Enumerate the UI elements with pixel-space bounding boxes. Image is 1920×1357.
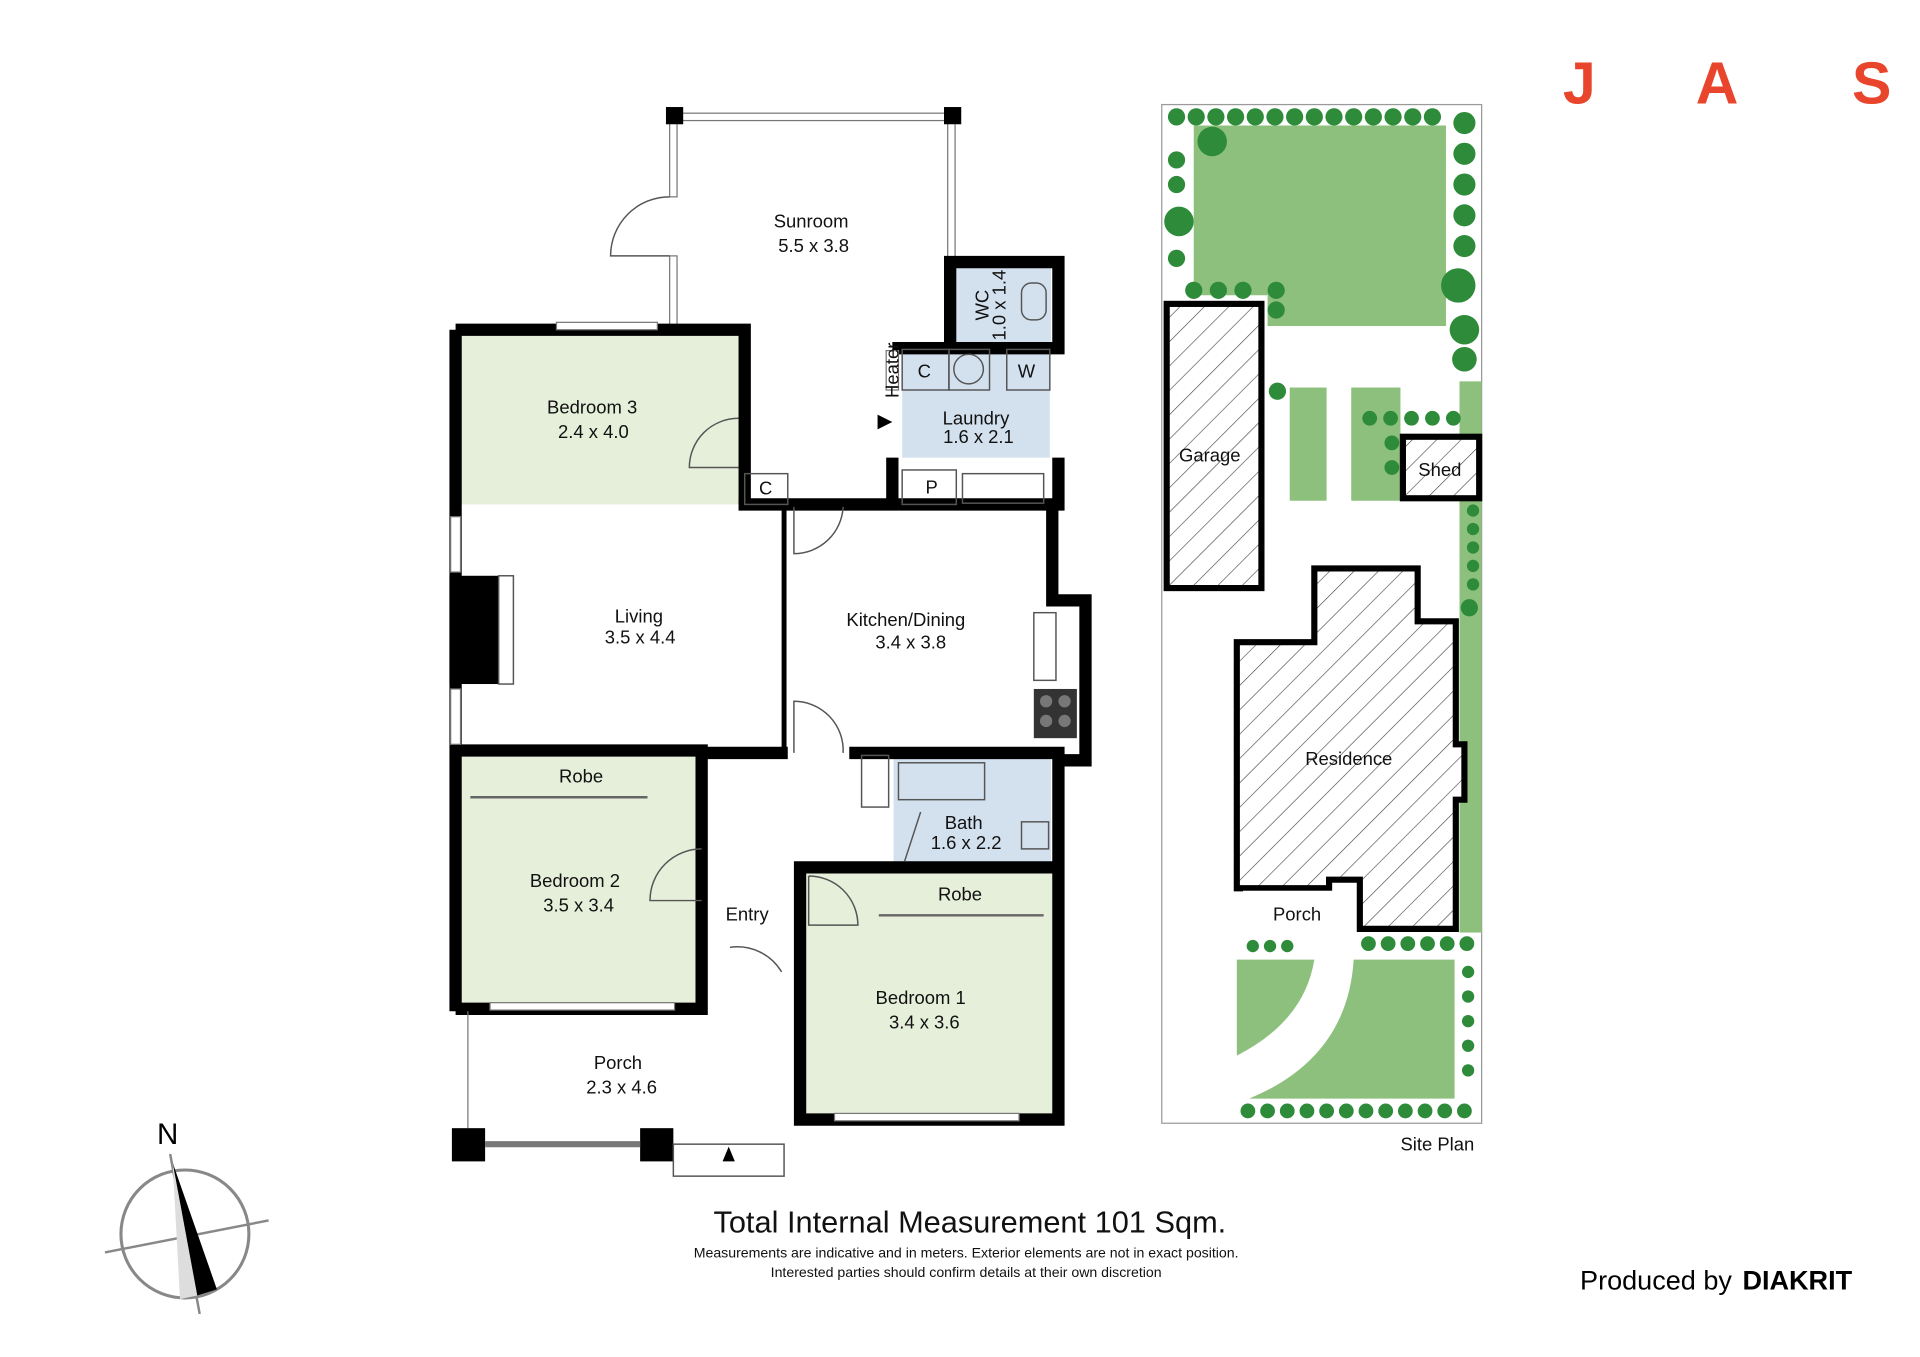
site-plan [1161, 103, 1483, 1124]
pantry-label: P [926, 476, 938, 497]
fireplace [449, 575, 499, 685]
bath-size: 1.6 x 2.2 [931, 832, 1002, 853]
kitchen-name: Kitchen/Dining [846, 609, 965, 630]
producer-credit: Produced by DIAKRIT [1580, 1265, 1853, 1295]
heater-label: Heater [881, 343, 902, 398]
shed-block [1399, 433, 1483, 502]
bath-name: Bath [945, 812, 983, 833]
sunroom-size: 5.5 x 3.8 [778, 235, 849, 256]
fixtures [450, 282, 1077, 1122]
hedges [1164, 108, 1480, 1119]
robe-bedroom1-label: Robe [938, 884, 982, 905]
brand-letter-s: S [1852, 50, 1891, 116]
compass-north-label: N [157, 1118, 178, 1151]
brand-letter-a: A [1696, 50, 1739, 116]
disclaimer-line-1: Measurements are indicative and in meter… [694, 1244, 1239, 1260]
porch-size: 2.3 x 4.6 [586, 1077, 657, 1098]
front-lawn-left [1236, 959, 1315, 1056]
disclaimer-line-2: Interested parties should confirm detail… [771, 1264, 1162, 1280]
compass-icon: N [104, 1118, 269, 1315]
laundry-size: 1.6 x 2.1 [943, 426, 1014, 447]
laundry-cupboard-label: C [918, 361, 931, 382]
total-measurement: Total Internal Measurement 101 Sqm. [713, 1205, 1226, 1240]
porch-name: Porch [594, 1052, 642, 1073]
wc-area [950, 263, 1052, 343]
producer-name: DIAKRIT [1742, 1265, 1852, 1295]
rear-lawn [1193, 125, 1446, 327]
residence-label: Residence [1305, 748, 1392, 769]
sunroom-name: Sunroom [774, 211, 849, 232]
bedroom2-size: 3.5 x 3.4 [543, 895, 614, 916]
bath-area [893, 755, 1052, 867]
living-name: Living [615, 606, 663, 627]
front-lawn-right [1249, 959, 1455, 1099]
brand-logo: J A S [1563, 50, 1892, 116]
wc-name: WC [971, 290, 992, 321]
bedroom1-area [800, 871, 1056, 1118]
bedroom1-name: Bedroom 1 [876, 987, 966, 1008]
produced-by-text: Produced by [1580, 1265, 1732, 1295]
robe-bedroom2-label: Robe [559, 765, 603, 786]
laundry-name: Laundry [943, 407, 1010, 428]
door-swings [649, 417, 922, 973]
site-plan-title: Site Plan [1400, 1133, 1474, 1154]
entry-label: Entry [726, 903, 770, 924]
bedroom2-name: Bedroom 2 [530, 870, 620, 891]
bedroom3-name: Bedroom 3 [547, 396, 637, 417]
bedroom3-cupboard-label: C [759, 478, 772, 499]
bedroom3-area [455, 329, 745, 505]
laundry-area [902, 349, 1050, 458]
site-porch-label: Porch [1273, 903, 1321, 924]
shed-label: Shed [1418, 459, 1461, 480]
walls [449, 255, 1092, 1177]
kitchen-size: 3.4 x 3.8 [875, 631, 946, 652]
bedroom2-area [461, 752, 706, 1007]
bedroom1-size: 3.4 x 3.6 [889, 1012, 960, 1033]
garage-block [1163, 300, 1265, 592]
brand-letter-j: J [1563, 50, 1596, 116]
washer-label: W [1018, 361, 1036, 382]
bedroom3-size: 2.4 x 4.0 [558, 421, 629, 442]
residence-block [1233, 565, 1468, 932]
living-size: 3.5 x 4.4 [605, 626, 676, 647]
garage-label: Garage [1179, 444, 1241, 465]
wc-size: 1.0 x 1.4 [989, 270, 1010, 341]
